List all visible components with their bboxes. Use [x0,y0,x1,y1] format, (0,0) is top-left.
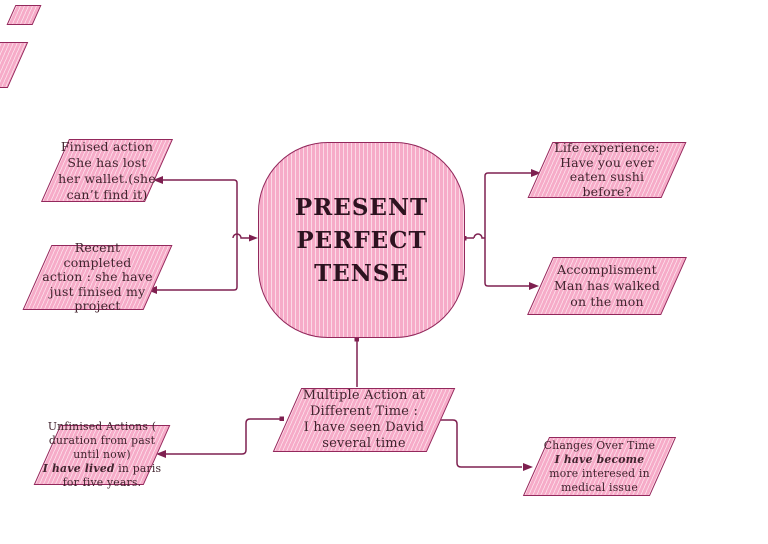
text-line: until now) [73,448,131,461]
title-line-3: TENSE [314,259,409,287]
arrowhead-changes-over-time [523,463,533,471]
text-line: her wallet.(she [58,170,156,186]
text-line: She has lost [67,154,147,170]
connector-right-center-branch [466,233,485,239]
text-line: Accomplisment [557,262,657,277]
connector-to-unfinished [166,418,280,455]
text-line: I have seen David [303,420,425,435]
text-line: Unfinised Actions ( [47,420,157,433]
connector-to-changes [440,419,522,468]
node-changes-over-time-text: Changes Over Time I have become more int… [517,438,682,495]
title-line-1: PRESENT [294,193,429,221]
arrowhead-unfinished-actions [156,450,166,458]
connector-left-trunk [156,179,238,291]
text-line: project [74,298,121,314]
node-accomplishment-text: Accomplisment Man has walked on the mon [521,258,693,314]
node-recent-completed: Recent completed action : she have just … [22,240,173,313]
text-line: just finised my [49,283,146,299]
emphasis-text: I have lived [42,462,115,475]
text-line: Different Time : [309,404,419,419]
node-accomplishment: Accomplisment Man has walked on the mon [527,257,687,315]
node-life-experience: Life experience: Have you ever eaten sus… [527,140,687,199]
arrowhead-finished-action [153,176,163,184]
emphasis-text: I have become [554,452,645,466]
text-line: medical issue [561,480,638,494]
arrowhead-life-experience [531,169,541,177]
text-line: Finised action [60,138,154,154]
text-line: Multiple Action at [302,388,426,403]
junction-dot-center-bottom [354,337,359,342]
node-multiple-action-text: Multiple Action at Different Time : I ha… [268,388,460,451]
text-line: Have you ever [560,154,654,170]
text-line: eaten sushi [569,169,645,184]
text-line: more interesed in [549,466,650,480]
text-line: Man has walked [553,278,661,293]
junction-dot-multiple-left [279,416,284,421]
connector-left-center-branch [232,233,249,239]
text-line: action : she have [42,269,153,285]
text-line: Life experience: [554,140,660,155]
node-unfinished-actions-text: Unfinised Actions ( duration from past u… [28,420,176,489]
text-line: several time [322,436,406,451]
node-unfinished-actions: Unfinised Actions ( duration from past u… [33,420,171,489]
text-line-mixed: I have lived in paris [43,462,161,476]
node-multiple-action: Multiple Action at Different Time : I ha… [272,388,456,452]
plain-text: in paris [114,462,162,475]
node-life-experience-text: Life experience: Have you ever eaten sus… [521,140,693,199]
node-present-perfect-tense: PRESENT PERFECT TENSE [258,142,465,338]
node-finished-action-text: Finised action She has lost her wallet.(… [36,138,178,202]
text-line: Changes Over Time [543,438,656,452]
text-line: Recent [74,240,121,256]
connector-right-trunk [484,172,532,287]
title-line-2: PERFECT [296,226,427,254]
text-line: on the mon [570,294,644,309]
node-recent-completed-text: Recent completed action : she have just … [18,240,177,313]
node-finished-action: Finised action She has lost her wallet.(… [40,139,174,202]
arrowhead-accomplishment [529,282,539,290]
text-line: duration from past [48,434,156,447]
text-line: completed [63,254,132,270]
text-line: for five years. [62,476,142,489]
text-line: can’t find it) [66,186,148,202]
text-line: before? [582,183,632,199]
node-changes-over-time: Changes Over Time I have become more int… [522,437,677,496]
arrowhead-into-center [249,234,258,242]
